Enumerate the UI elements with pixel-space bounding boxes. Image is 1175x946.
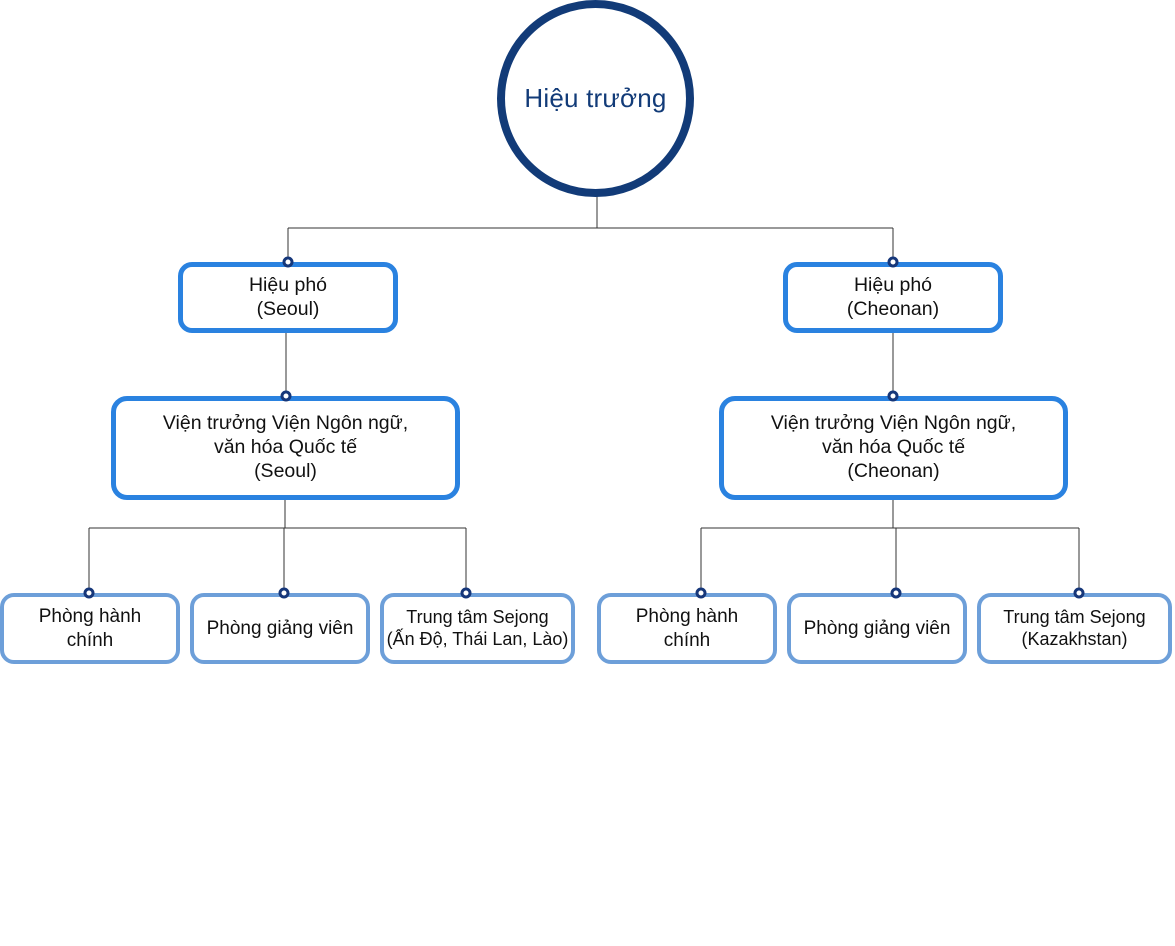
node-unit-cheonan-admin-line1: Phòng hành [635,606,739,628]
node-director-seoul[interactable]: Viện trưởng Viện Ngôn ngữ, văn hóa Quốc … [111,396,460,500]
node-unit-seoul-faculty-line1: Phòng giảng viên [206,617,354,639]
node-unit-seoul-sejong-line2: (Ấn Độ, Thái Lan, Lào) [386,628,569,649]
node-director-cheonan-line1: Viện trưởng Viện Ngôn ngữ, [770,412,1017,435]
node-deputy-seoul[interactable]: Hiệu phó (Seoul) [178,262,398,333]
node-root-principal[interactable]: Hiệu trưởng [497,0,694,197]
connector-dot-unit-cheonan-admin [695,587,707,599]
node-root-label: Hiệu trưởng [524,82,667,113]
node-unit-cheonan-sejong-line2: (Kazakhstan) [1021,628,1128,649]
node-unit-seoul-admin[interactable]: Phòng hành chính [0,593,180,664]
node-director-seoul-label: Viện trưởng Viện Ngôn ngữ, văn hóa Quốc … [159,412,412,483]
node-unit-seoul-sejong-label: Trung tâm Sejong (Ấn Độ, Thái Lan, Lào) [383,607,573,651]
node-deputy-cheonan-line1: Hiệu phó [853,273,933,296]
node-director-seoul-line2: văn hóa Quốc tế [213,436,358,459]
connector-dot-unit-cheonan-sejong [1073,587,1085,599]
connector-dot-director-seoul [280,390,292,402]
connector-dot-deputy-seoul [282,256,294,268]
node-director-seoul-line3: (Seoul) [254,459,317,482]
node-unit-cheonan-sejong-line1: Trung tâm Sejong [1003,606,1146,627]
node-unit-seoul-admin-label: Phòng hành chính [35,605,146,651]
node-unit-cheonan-admin[interactable]: Phòng hành chính [597,593,777,664]
node-deputy-seoul-label: Hiệu phó (Seoul) [245,274,331,322]
node-unit-seoul-sejong-line1: Trung tâm Sejong [406,606,549,627]
node-deputy-seoul-line2: (Seoul) [256,297,320,320]
node-unit-seoul-faculty-label: Phòng giảng viên [203,617,358,640]
node-deputy-cheonan-line2: (Cheonan) [846,297,940,320]
node-unit-cheonan-faculty[interactable]: Phòng giảng viên [787,593,967,664]
node-unit-cheonan-faculty-label: Phòng giảng viên [800,617,955,640]
connector-dot-deputy-cheonan [887,256,899,268]
connector-dot-unit-seoul-faculty [278,587,290,599]
node-director-cheonan-line3: (Cheonan) [847,459,940,482]
node-director-seoul-line1: Viện trưởng Viện Ngôn ngữ, [162,412,409,435]
node-director-cheonan[interactable]: Viện trưởng Viện Ngôn ngữ, văn hóa Quốc … [719,396,1068,500]
node-unit-seoul-faculty[interactable]: Phòng giảng viên [190,593,370,664]
node-unit-cheonan-faculty-line1: Phòng giảng viên [803,617,951,639]
connector-dot-unit-seoul-sejong [460,587,472,599]
node-deputy-cheonan-label: Hiệu phó (Cheonan) [843,274,943,322]
node-unit-cheonan-admin-label: Phòng hành chính [632,605,743,651]
node-unit-seoul-sejong[interactable]: Trung tâm Sejong (Ấn Độ, Thái Lan, Lào) [380,593,575,664]
node-unit-seoul-admin-line2: chính [66,629,114,651]
node-unit-seoul-admin-line1: Phòng hành [38,606,142,628]
node-deputy-seoul-line1: Hiệu phó [248,273,328,296]
connector-dot-director-cheonan [887,390,899,402]
connector-dot-unit-seoul-admin [83,587,95,599]
connector-dot-unit-cheonan-faculty [890,587,902,599]
node-director-cheonan-line2: văn hóa Quốc tế [821,436,966,459]
node-unit-cheonan-sejong[interactable]: Trung tâm Sejong (Kazakhstan) [977,593,1172,664]
node-unit-cheonan-sejong-label: Trung tâm Sejong (Kazakhstan) [999,607,1149,651]
node-unit-cheonan-admin-line2: chính [663,629,711,651]
node-deputy-cheonan[interactable]: Hiệu phó (Cheonan) [783,262,1003,333]
node-director-cheonan-label: Viện trưởng Viện Ngôn ngữ, văn hóa Quốc … [767,412,1020,483]
